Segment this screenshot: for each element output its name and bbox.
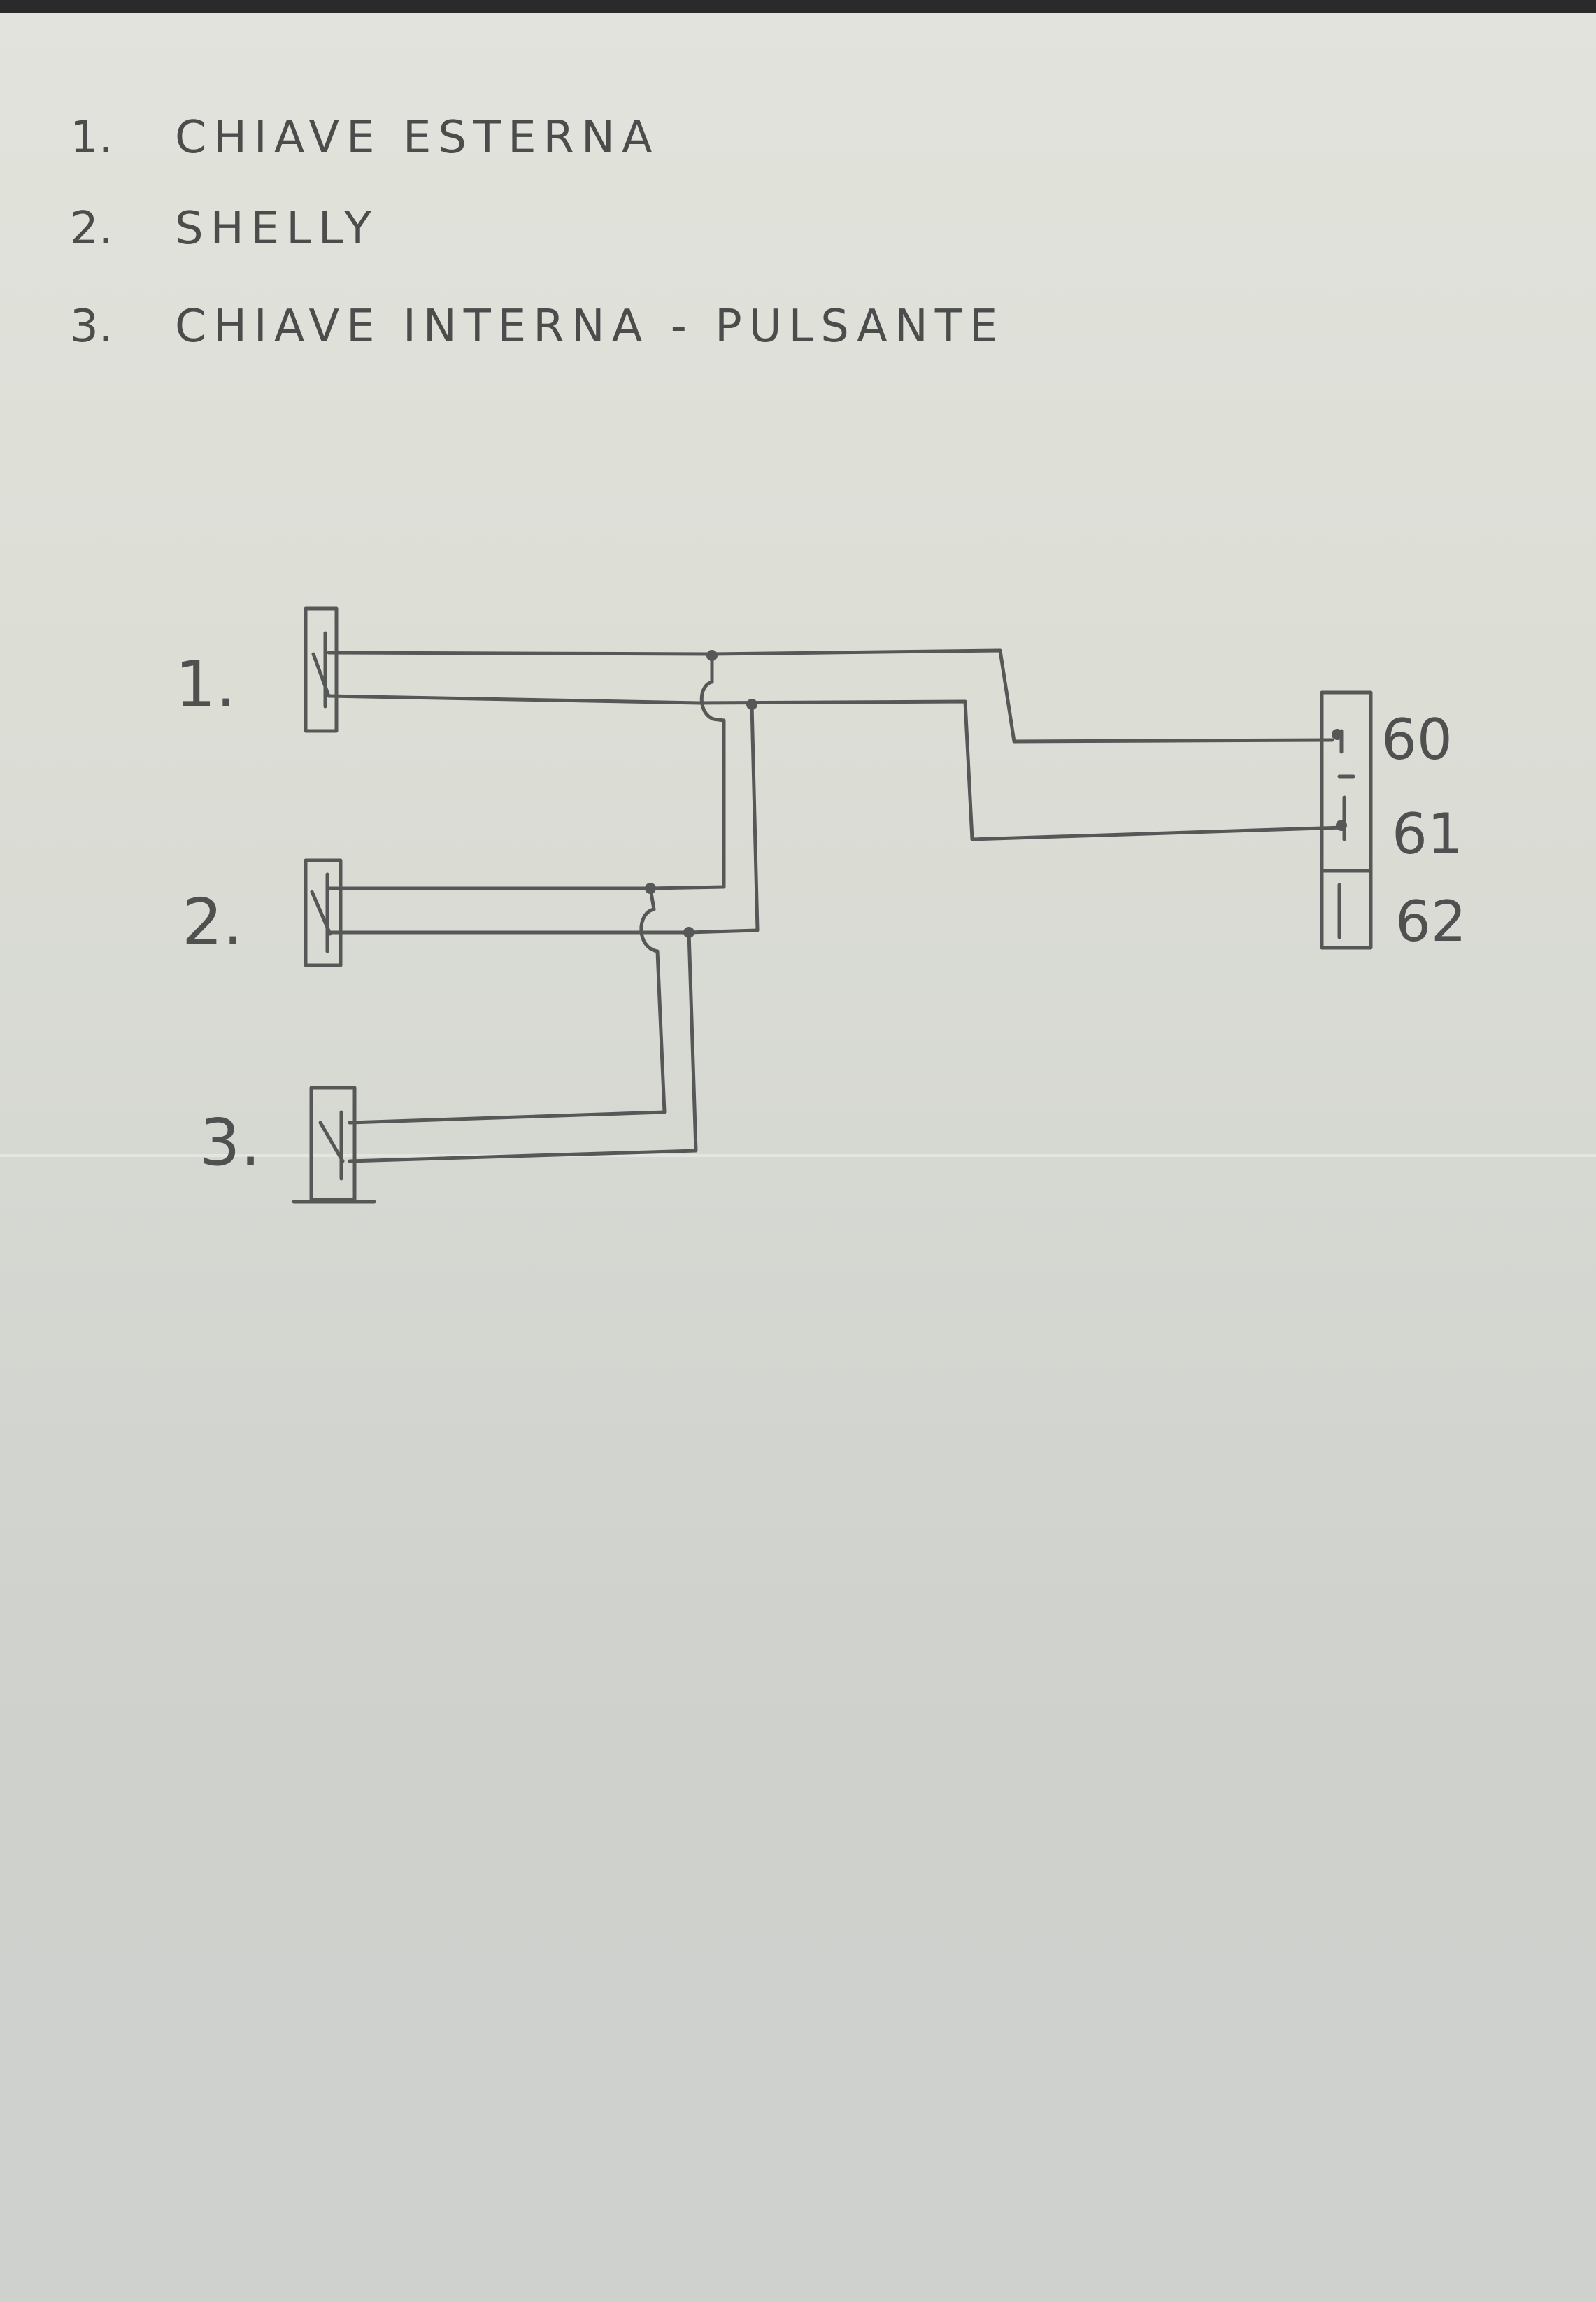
legend-item-1: 1. CHIAVE ESTERNA (70, 112, 660, 175)
top-edge (0, 0, 1596, 13)
terminal-60-label: 60 (1381, 707, 1453, 772)
device-1-switch (304, 606, 339, 733)
paper-fold (0, 1154, 1596, 1157)
terminal-62-label: 62 (1395, 889, 1467, 954)
legend-text: SHELLY (175, 203, 379, 255)
legend-text: CHIAVE ESTERNA (175, 112, 660, 164)
junction-dots (645, 650, 1347, 938)
legend-text: CHIAVE INTERNA - PULSANTE (175, 301, 1005, 353)
terminal-block (1320, 690, 1373, 950)
device-3-switch (292, 1086, 376, 1204)
device-2-label: 2. (182, 885, 243, 960)
device-2-switch (304, 858, 343, 967)
legend-number: 2. (70, 203, 113, 255)
terminal-61-label: 61 (1392, 802, 1463, 867)
legend-item-3: 3. CHIAVE INTERNA - PULSANTE (70, 301, 1004, 364)
device-1-label: 1. (175, 647, 236, 722)
device-3-label: 3. (199, 1105, 261, 1180)
legend-number: 1. (70, 112, 113, 164)
wires (327, 648, 1345, 1163)
legend-number: 3. (70, 301, 113, 353)
legend-item-2: 2. SHELLY (70, 203, 378, 266)
